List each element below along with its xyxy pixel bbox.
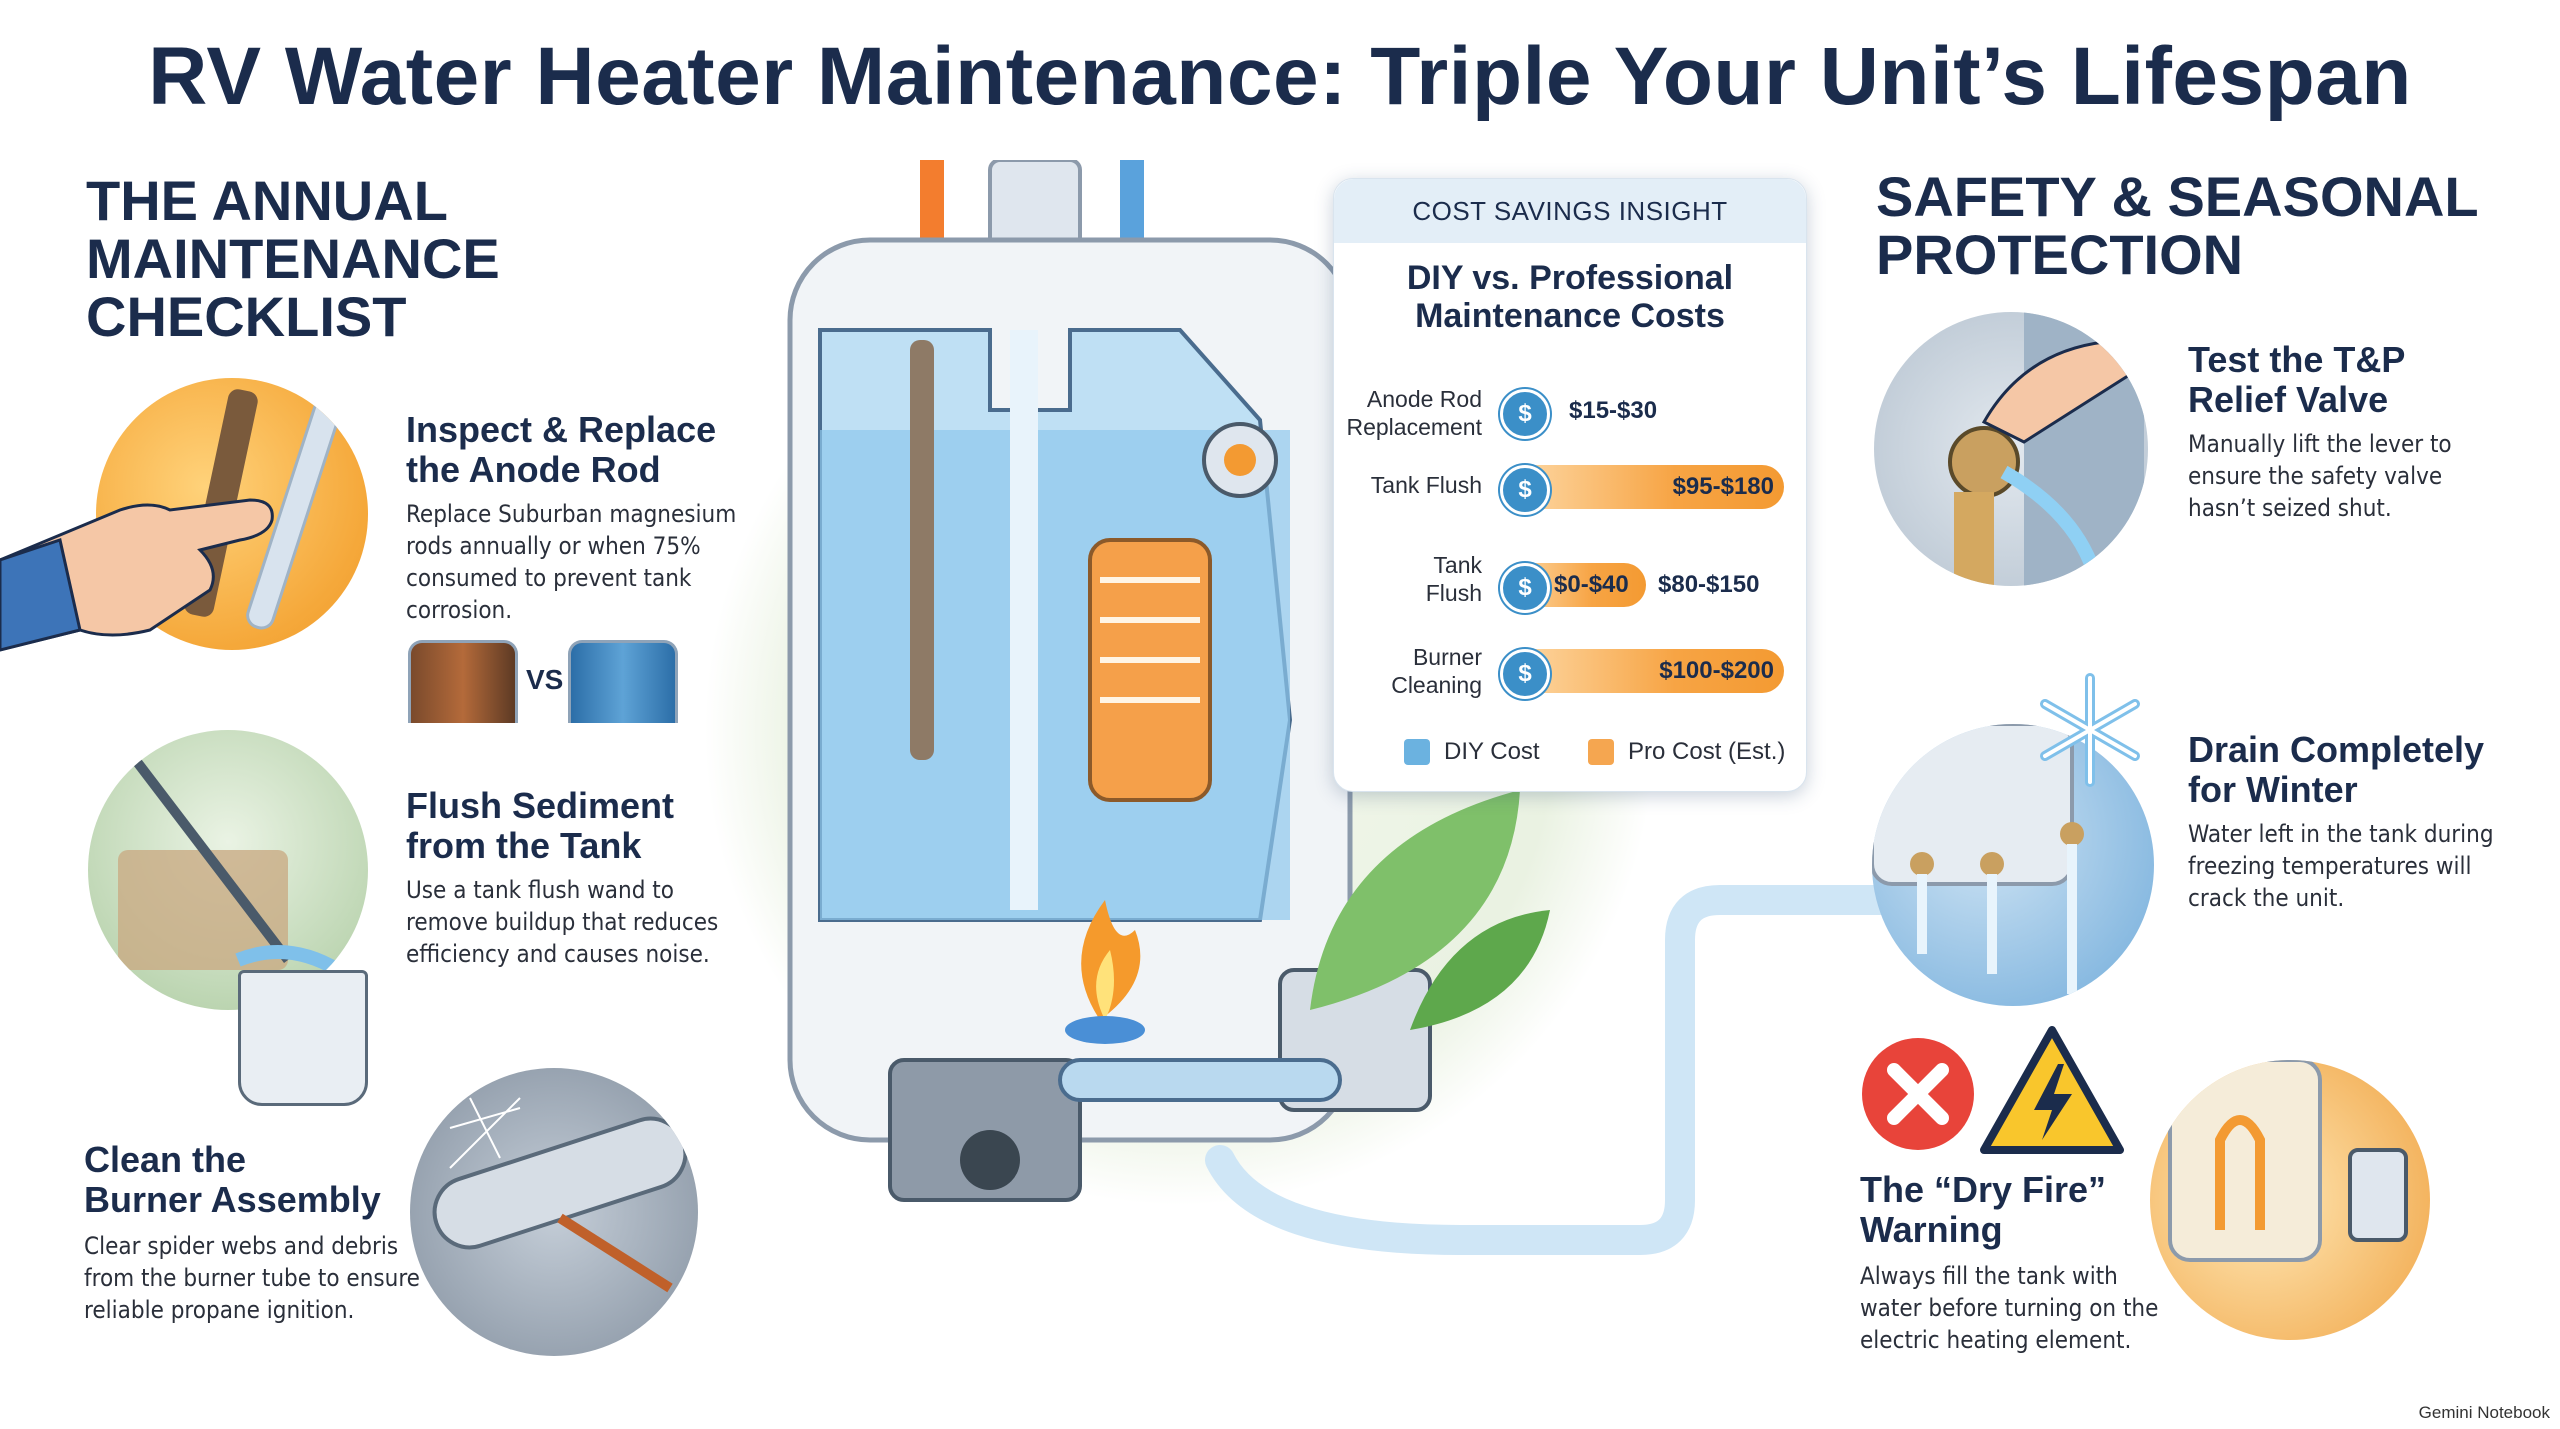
pro-cost-value: $95-$180 — [1672, 473, 1774, 500]
hose-pipe — [1205, 885, 1915, 1255]
anode-rod-title: Inspect & Replace the Anode Rod — [406, 409, 717, 490]
flush-title: Flush Sediment from the Tank — [406, 785, 675, 866]
snowflake-icon — [2040, 673, 2140, 787]
leaf-icon — [1310, 790, 1550, 1030]
heating-element-icon — [2168, 1060, 2408, 1262]
error-x-icon — [1862, 1038, 1974, 1150]
dry-fire-title: The “Dry Fire” Warning — [1860, 1169, 2107, 1250]
cost-card-header: COST SAVINGS INSIGHT — [1334, 179, 1806, 243]
burner-title: Clean the Burner Assembly — [84, 1139, 381, 1220]
left-section-heading: THE ANNUAL MAINTENANCE CHECKLIST — [86, 169, 500, 348]
anode-rod-description: Replace Suburban magnesium rods annually… — [406, 500, 737, 624]
legend-diy-swatch — [1404, 739, 1430, 765]
valve-icon — [1948, 312, 2144, 586]
heating-element-illustration — [2150, 1060, 2430, 1340]
cost-row-label: Tank Flush — [1425, 552, 1482, 606]
bucket-icon — [118, 746, 342, 977]
cost-row-label: Burner Cleaning — [1391, 644, 1482, 698]
dollar-coin-icon: $ — [1500, 389, 1550, 439]
compare-label: VS — [526, 664, 564, 695]
flush-illustration — [88, 730, 368, 1010]
cost-row-label: Anode Rod Replacement — [1346, 386, 1482, 440]
winter-drain-illustration — [1872, 724, 2154, 1006]
flush-description: Use a tank flush wand to remove buildup … — [406, 876, 719, 968]
dry-fire-description: Always fill the tank with water before t… — [1860, 1262, 2159, 1354]
pro-cost-bar — [1512, 465, 1784, 509]
tank-drain-icon — [1872, 724, 2084, 994]
legend-pro-label: Pro Cost (Est.) — [1628, 738, 1786, 765]
burner-illustration — [410, 1068, 698, 1356]
pro-cost-bar — [1512, 649, 1784, 693]
diy-cost-value: $0-$40 — [1554, 571, 1629, 598]
dollar-coin-icon: $ — [1500, 649, 1550, 699]
winter-drain-description: Water left in the tank during freezing t… — [2188, 820, 2494, 912]
relief-valve-title: Test the T&P Relief Valve — [2188, 339, 2406, 420]
diy-cost-value: $15-$30 — [1569, 397, 1658, 424]
pro-cost-value: $80-$150 — [1658, 571, 1760, 598]
right-section-heading: SAFETY & SEASONAL PROTECTION — [1876, 165, 2479, 286]
relief-valve-description: Manually lift the lever to ensure the sa… — [2188, 430, 2452, 522]
legend-diy-label: DIY Cost — [1444, 738, 1540, 765]
hand-icon — [0, 498, 274, 652]
brand-watermark: Gemini Notebook — [2418, 1403, 2550, 1422]
electric-warning-icon — [1980, 1026, 2124, 1154]
brush-icon — [432, 1097, 688, 1293]
dollar-coin-icon: $ — [1500, 563, 1550, 613]
relief-valve-illustration — [1874, 312, 2148, 586]
bucket — [238, 970, 368, 1106]
dollar-coin-icon: $ — [1500, 465, 1550, 515]
corroded-rod-image — [408, 640, 518, 723]
new-rod-image — [568, 640, 678, 723]
page-title: RV Water Heater Maintenance: Triple Your… — [148, 31, 2412, 122]
cost-savings-card: COST SAVINGS INSIGHT DIY vs. Professiona… — [1333, 178, 1807, 792]
winter-drain-title: Drain Completely for Winter — [2188, 729, 2485, 810]
cost-row-label: Tank Flush — [1370, 472, 1482, 498]
cost-card-title: DIY vs. Professional Maintenance Costs — [1406, 259, 1734, 335]
pro-cost-value: $100-$200 — [1659, 657, 1774, 684]
legend-pro-swatch — [1588, 739, 1614, 765]
burner-description: Clear spider webs and debris from the bu… — [84, 1232, 420, 1324]
